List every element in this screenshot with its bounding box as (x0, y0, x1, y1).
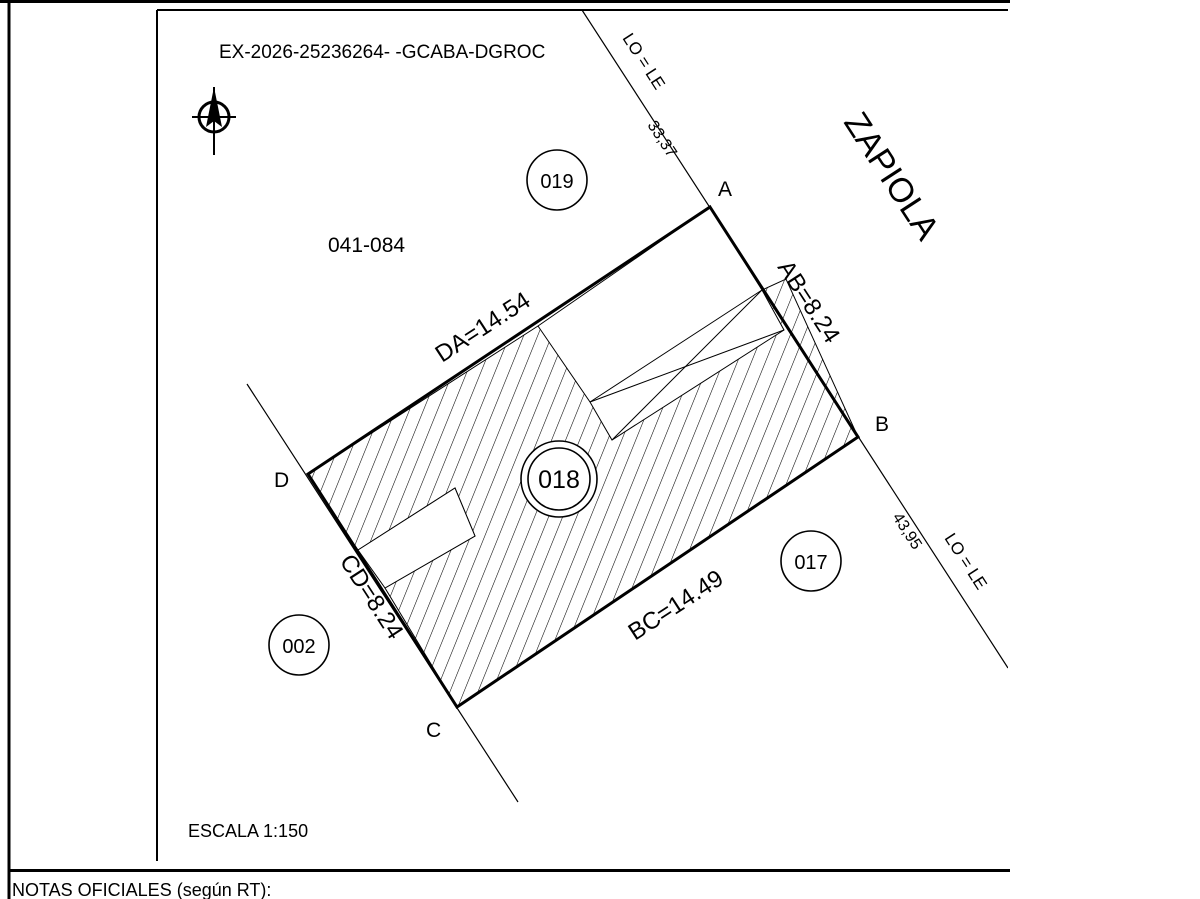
notes-heading: NOTAS OFICIALES (según RT): (12, 880, 271, 899)
parcel-019-label: 019 (540, 171, 573, 193)
parcel-018-inner-circle (527, 447, 591, 511)
open-area-diagonal-2 (611, 289, 763, 441)
parcel-002-circle (268, 614, 330, 676)
parcel-outline (305, 204, 861, 710)
north-arrow-icon (192, 87, 236, 155)
vertex-b-label: B (875, 413, 889, 436)
vertex-c-label: C (426, 719, 441, 742)
scale-label: ESCALA 1:150 (188, 821, 308, 841)
block-code-label: 041-084 (328, 234, 405, 257)
parcel-002-label: 002 (282, 636, 315, 658)
open-area-diagonal-1 (589, 289, 763, 403)
parcel-017-label: 017 (794, 552, 827, 574)
expediente-label: EX-2026-25236264- -GCABA-DGROC (219, 42, 545, 63)
vertex-a-label: A (718, 178, 732, 201)
open-area-diagonal-3 (589, 329, 785, 403)
parcel-018-label: 018 (538, 466, 580, 494)
vertex-d-label: D (274, 469, 289, 492)
parcel-019-circle (526, 149, 588, 211)
open-patio-rear (357, 487, 476, 589)
parcel-017-circle (780, 530, 842, 592)
